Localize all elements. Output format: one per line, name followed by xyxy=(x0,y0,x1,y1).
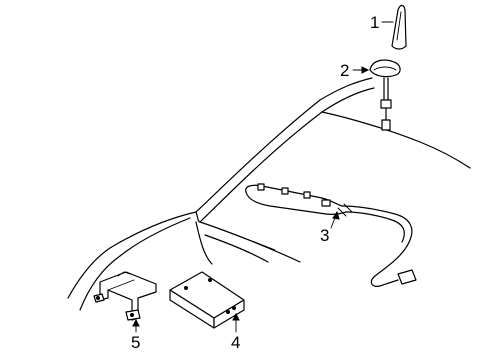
antenna-base xyxy=(369,59,401,131)
callout-4-label: 4 xyxy=(231,333,240,352)
callout-5-label: 5 xyxy=(131,333,140,352)
callout-5: 5 xyxy=(131,318,140,352)
callout-2: 2 xyxy=(340,61,370,80)
antenna-mast xyxy=(391,4,407,50)
callout-3: 3 xyxy=(320,210,340,245)
receiver-module xyxy=(169,271,245,329)
callout-1: 1 xyxy=(370,13,394,32)
callout-1-label: 1 xyxy=(370,13,379,32)
callout-2-label: 2 xyxy=(340,61,349,80)
callout-3-label: 3 xyxy=(320,226,329,245)
vehicle-body-outline xyxy=(67,77,471,311)
callout-4: 4 xyxy=(231,312,240,352)
mounting-bracket xyxy=(93,271,157,321)
cable-harness xyxy=(245,183,417,287)
